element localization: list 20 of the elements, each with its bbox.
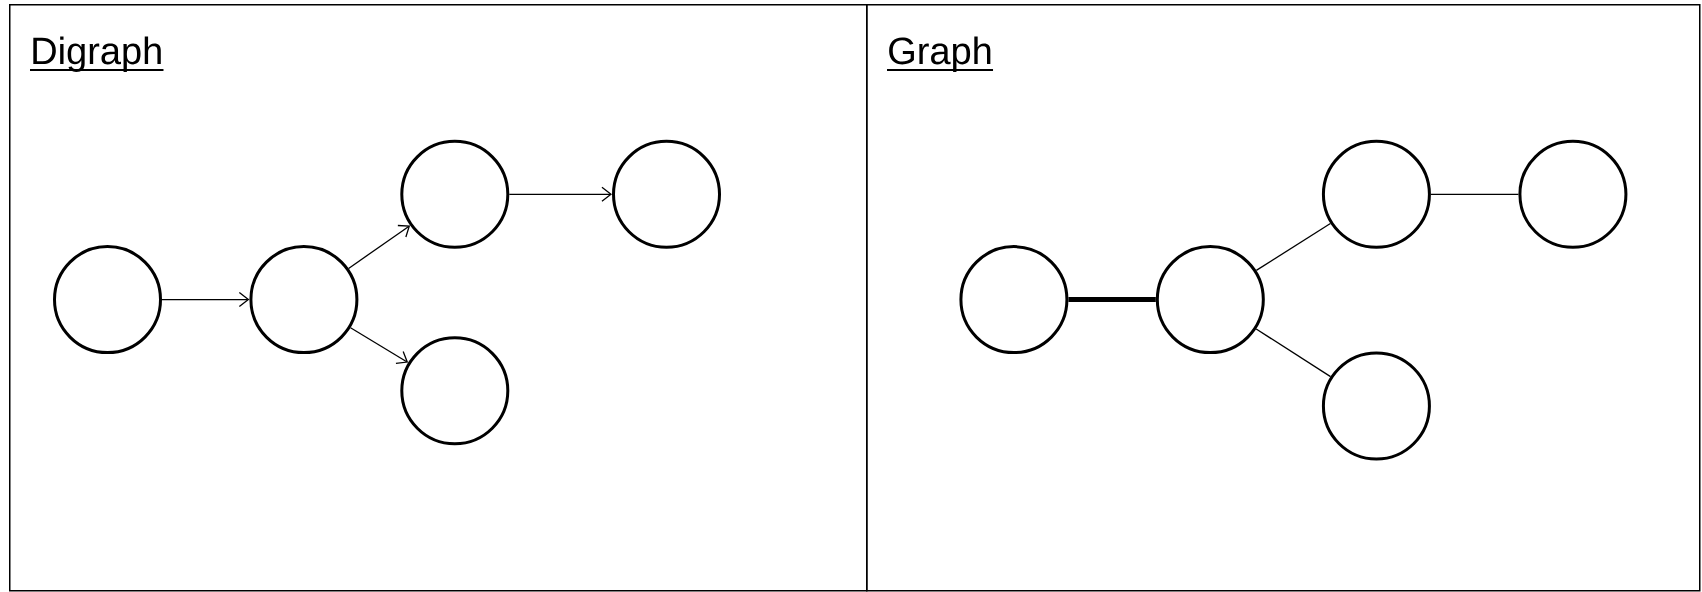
- circle-node: [1321, 139, 1431, 249]
- circle-node: [1518, 139, 1628, 249]
- edge-line: [1068, 297, 1156, 303]
- circle-node: [400, 139, 510, 249]
- edge-line: [1255, 328, 1332, 378]
- edge-line: [1430, 193, 1520, 195]
- arrow: [508, 186, 612, 202]
- circle-node: [612, 139, 721, 249]
- circle-node: [400, 336, 510, 446]
- circle-node: [53, 245, 162, 355]
- panel: Graph: [866, 4, 1701, 592]
- arrow: [349, 327, 409, 365]
- panel: Digraph: [9, 4, 868, 592]
- circle-node: [1155, 245, 1265, 355]
- circle-node: [959, 245, 1069, 355]
- arrow: [161, 291, 250, 308]
- arrow: [347, 224, 411, 270]
- edge-line: [1255, 222, 1332, 272]
- circle-node: [1321, 351, 1431, 461]
- circle-node: [249, 245, 359, 355]
